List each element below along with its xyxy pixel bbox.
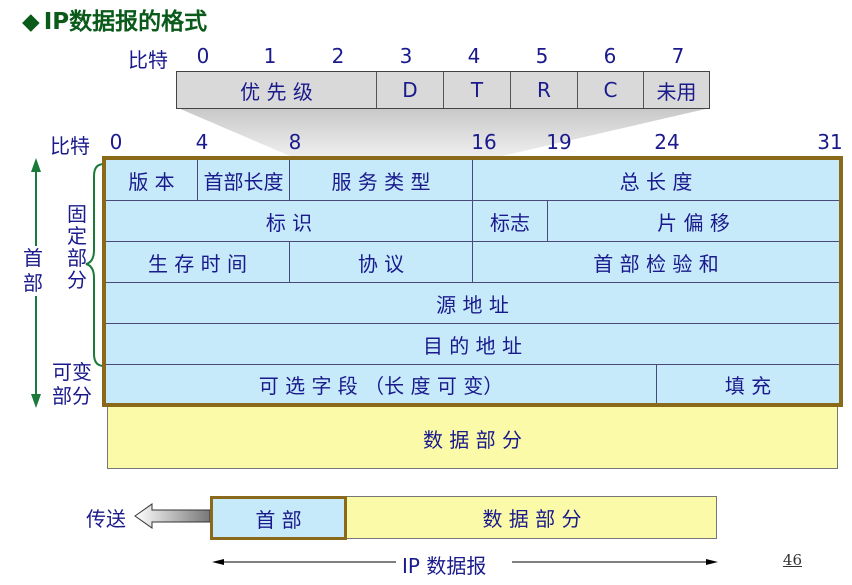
- tos-bit-label: 比特: [128, 48, 168, 72]
- header-bit-number: 8: [288, 130, 302, 154]
- diamond-bullet-icon: ◆: [22, 9, 40, 35]
- datagram-header-box: 首 部: [210, 496, 347, 540]
- options-field: 可 选 字 段 （长 度 可 变）: [106, 365, 657, 403]
- version-field: 版 本: [106, 160, 198, 201]
- tos-bit-number: 0: [196, 44, 210, 68]
- tos-bit-number: 1: [263, 44, 277, 68]
- tos-bit-t: T: [444, 72, 511, 108]
- header-bit-number: 19: [546, 130, 572, 154]
- tos-field-box: 优 先 级 D T R C 未用: [176, 71, 710, 109]
- tos-bit-number: 4: [467, 44, 481, 68]
- tos-unused: 未用: [644, 72, 709, 108]
- arrow-right-icon: [706, 559, 718, 565]
- arrow-left-icon: [212, 559, 224, 565]
- send-label: 传送: [86, 507, 126, 531]
- tos-bit-d: D: [377, 72, 444, 108]
- header-checksum-field: 首 部 检 验 和: [473, 242, 839, 283]
- protocol-field: 协 议: [290, 242, 473, 283]
- tos-bit-number: 2: [331, 44, 345, 68]
- send-arrow-icon: [134, 503, 211, 529]
- arrow-up-icon: [31, 158, 41, 172]
- header-bit-number: 16: [471, 130, 497, 154]
- tos-bit-number: 6: [603, 44, 617, 68]
- tos-bit-number: 3: [399, 44, 413, 68]
- tos-bit-r: R: [511, 72, 578, 108]
- tos-precedence: 优 先 级: [177, 72, 377, 108]
- source-address-field: 源 地 址: [106, 283, 839, 324]
- datagram-data-label: 数 据 部 分: [482, 507, 582, 531]
- destination-address-field: 目 的 地 址: [106, 324, 839, 365]
- arrow-down-icon: [31, 394, 41, 408]
- data-part-box: 数 据 部 分: [107, 402, 838, 469]
- header-bit-number: 31: [817, 130, 843, 154]
- header-bit-number: 0: [109, 130, 123, 154]
- fragment-offset-field: 片 偏 移: [548, 201, 839, 242]
- variable-part-label: 可变 部分: [52, 360, 92, 408]
- total-length-field: 总 长 度: [473, 160, 839, 201]
- ttl-field: 生 存 时 间: [106, 242, 290, 283]
- tos-bit-number: 7: [671, 44, 685, 68]
- flags-field: 标志: [473, 201, 548, 242]
- page-number: 46: [782, 551, 802, 569]
- tos-bit-c: C: [578, 72, 644, 108]
- padding-field: 填 充: [657, 365, 839, 403]
- fixed-part-label: 固定部分: [67, 202, 87, 292]
- service-type-field: 服 务 类 型: [290, 160, 473, 201]
- tos-funnel-shape: [178, 108, 710, 156]
- datagram-label: IP 数据报: [402, 554, 487, 578]
- page-title: ◆IP数据报的格式: [22, 9, 208, 35]
- header-side-label: 首部: [22, 246, 44, 296]
- header-bit-number: 24: [654, 130, 680, 154]
- header-bit-label: 比特: [50, 134, 90, 158]
- data-part-label: 数 据 部 分: [422, 428, 523, 452]
- identification-field: 标 识: [106, 201, 473, 242]
- fixed-part-brace: [85, 163, 105, 367]
- datagram-header-label: 首 部: [255, 507, 302, 532]
- header-bit-number: 4: [195, 130, 209, 154]
- tos-bit-number: 5: [535, 44, 549, 68]
- header-length-field: 首部长度: [198, 160, 290, 201]
- ip-header-frame: 版 本 首部长度 服 务 类 型 总 长 度 标 识 标志 片 偏 移 生 存 …: [102, 156, 843, 407]
